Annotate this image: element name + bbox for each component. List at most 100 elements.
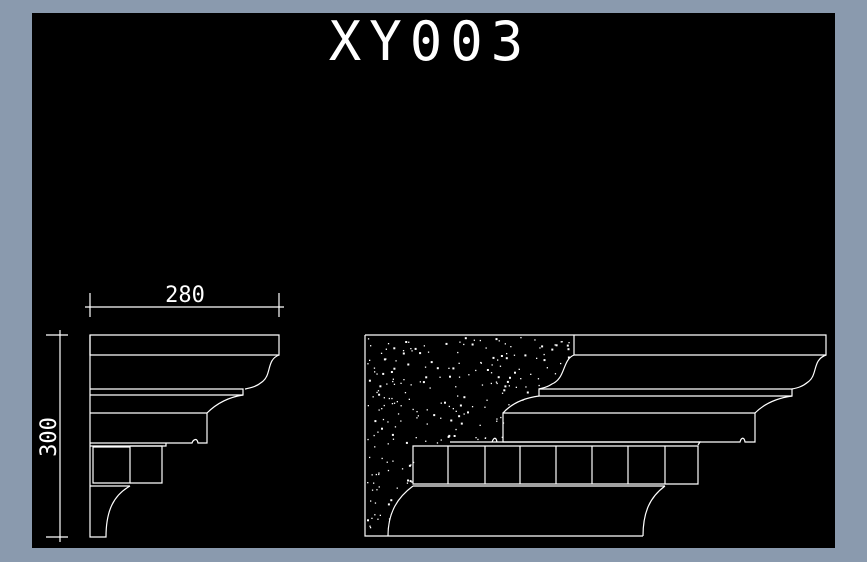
stipple-dot (382, 418, 385, 421)
stipple-dot (504, 385, 507, 388)
stipple-dot (414, 347, 417, 350)
stipple-dot (417, 415, 419, 417)
width-dimension: 280 (85, 283, 284, 317)
stipple-dot (463, 343, 465, 346)
stipple-dot (503, 389, 506, 392)
stipple-dot (395, 360, 397, 362)
stipple-dot (490, 382, 492, 385)
stipple-dot (378, 393, 381, 396)
stipple-dot (440, 439, 442, 441)
stipple-dot (444, 401, 446, 404)
stipple-dot (419, 352, 422, 355)
stipple-dot (506, 380, 509, 383)
stipple-dot (551, 348, 554, 351)
stipple-dot (412, 408, 414, 411)
stipple-dot (501, 436, 503, 438)
stipple-dot (508, 404, 510, 406)
stipple-dot (391, 433, 394, 436)
stipple-dot (445, 342, 448, 345)
stipple-dot (560, 362, 562, 365)
stipple-dot (393, 347, 396, 350)
stipple-dot (525, 386, 527, 388)
stipple-dot (496, 418, 498, 420)
stipple-dot (368, 379, 371, 382)
stipple-dot (520, 378, 522, 380)
stipple-dot (561, 341, 563, 343)
stipple-dot (416, 411, 418, 413)
stipple-dot (480, 361, 482, 364)
stipple-dot (385, 348, 387, 350)
stipple-dot (374, 446, 376, 448)
stipple-dot (537, 378, 540, 380)
stipple-dot (501, 392, 504, 394)
stipple-dot (373, 434, 375, 437)
stipple-dot (496, 382, 498, 385)
stipple-dot (500, 355, 503, 357)
stipple-dot (411, 350, 413, 352)
stipple-dot (526, 391, 529, 394)
stipple-dot (379, 385, 382, 388)
stipple-dot (422, 381, 425, 384)
stipple-dot (374, 514, 376, 516)
stipple-dot (396, 487, 398, 489)
stipple-dot (388, 397, 390, 400)
stipple-dot (378, 473, 380, 476)
stipple-dot (458, 415, 461, 418)
stipple-dot (405, 341, 408, 343)
stipple-dot (390, 371, 393, 373)
stipple-dot (416, 417, 418, 419)
stipple-dot (367, 405, 369, 407)
stipple-dot (383, 397, 385, 399)
stipple-dot (397, 413, 400, 415)
drawing-title: XY003 (329, 10, 532, 73)
stipple-dot (536, 357, 538, 359)
stipple-dot (387, 469, 390, 472)
stipple-dot (371, 489, 374, 491)
cad-drawing-canvas[interactable] (32, 13, 835, 548)
stipple-dot (378, 486, 380, 488)
stipple-dot (568, 342, 570, 344)
stipple-dot (378, 472, 380, 474)
stipple-dot (374, 502, 377, 504)
stipple-dot (505, 357, 508, 360)
stipple-dot (396, 401, 398, 403)
stipple-dot (498, 340, 500, 342)
width-dimension-label: 280 (165, 283, 205, 308)
stipple-dot (492, 356, 495, 359)
stipple-dot (479, 424, 481, 426)
stipple-dot (373, 482, 375, 484)
stipple-dot (408, 341, 410, 343)
stipple-dot (424, 366, 427, 368)
stipple-dot (381, 408, 383, 410)
height-dimension-label: 300 (37, 417, 62, 457)
stipple-dot (371, 517, 373, 519)
stipple-dot (475, 437, 477, 439)
stipple-dot (383, 358, 386, 361)
stipple-dot (425, 440, 427, 442)
stipple-dot (448, 405, 450, 408)
stipple-dot (458, 376, 461, 378)
stipple-dot (450, 419, 452, 421)
stipple-dot (541, 345, 544, 348)
stipple-dot (406, 482, 409, 484)
stipple-dot (367, 338, 370, 340)
stipple-dot (375, 473, 377, 476)
stipple-dot (370, 345, 372, 347)
stipple-dot (381, 427, 383, 430)
stipple-dot (458, 362, 460, 364)
stipple-dot (543, 353, 545, 356)
stipple-dot (387, 343, 390, 345)
stipple-dot (374, 371, 376, 373)
stipple-dot (433, 414, 436, 417)
stipple-dot (387, 503, 390, 506)
stipple-dot (426, 409, 428, 411)
stipple-dot (496, 420, 498, 422)
stipple-dot (425, 376, 428, 379)
stipple-dot (504, 343, 506, 345)
stipple-dot (479, 339, 481, 342)
stipple-dot (473, 339, 475, 341)
cornice-profile-section (89, 334, 280, 538)
stipple-dot (455, 386, 457, 388)
stipple-dot (484, 406, 486, 408)
stipple-dot (411, 481, 413, 483)
